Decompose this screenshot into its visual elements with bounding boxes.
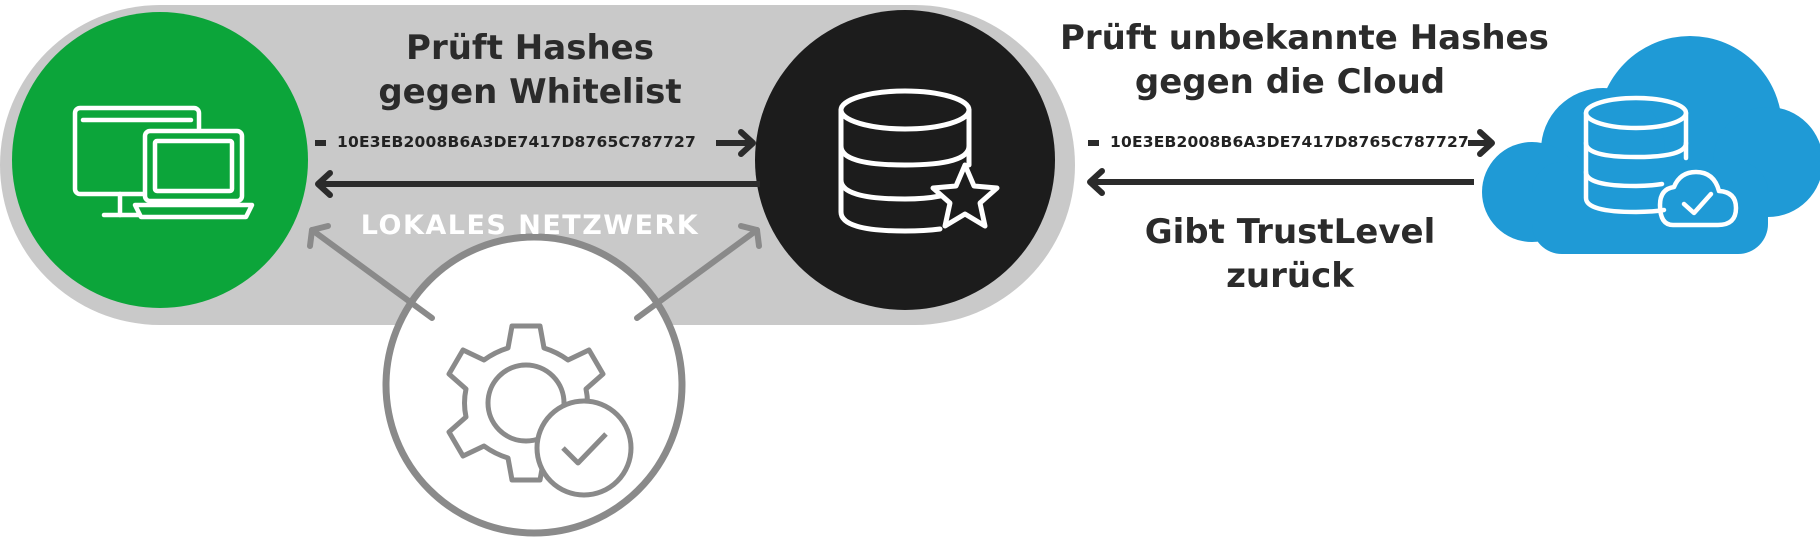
hash-request-arrow-right xyxy=(1088,129,1495,157)
trustlevel-return-line1: Gibt TrustLevel xyxy=(1144,212,1436,252)
whitelist-check-line2: gegen Whitelist xyxy=(378,72,682,112)
console-arrows xyxy=(307,223,762,321)
cloud-database-icon xyxy=(1583,95,1739,228)
cloud-check-line2: gegen die Cloud xyxy=(1134,62,1446,102)
hash-request-arrow-left xyxy=(315,129,756,157)
database-star-icon xyxy=(838,88,1000,234)
hash-value-left: 10E3EB2008B6A3DE7417D8765C787727 xyxy=(337,133,696,151)
trustlevel-return-line2: zurück xyxy=(1226,256,1354,296)
local-server-node xyxy=(755,10,1055,310)
management-console-node xyxy=(382,233,686,537)
hash-value-right: 10E3EB2008B6A3DE7417D8765C787727 xyxy=(1110,133,1469,151)
cloud-node xyxy=(1482,36,1820,254)
cloud-check-title: Prüft unbekannte Hashes gegen die Cloud xyxy=(1060,16,1549,104)
whitelist-response-arrow xyxy=(315,170,760,198)
trustlevel-return-title: Gibt TrustLevel zurück xyxy=(1120,210,1460,298)
local-network-label: LOKALES NETZWERK xyxy=(360,210,700,241)
trustlevel-response-arrow xyxy=(1087,168,1474,196)
cloud-check-line1: Prüft unbekannte Hashes xyxy=(1060,18,1549,58)
whitelist-check-line1: Prüft Hashes xyxy=(406,28,654,68)
gear-check-icon xyxy=(446,323,634,498)
computer-icon xyxy=(72,105,255,220)
whitelist-check-title: Prüft Hashes gegen Whitelist xyxy=(330,26,730,114)
